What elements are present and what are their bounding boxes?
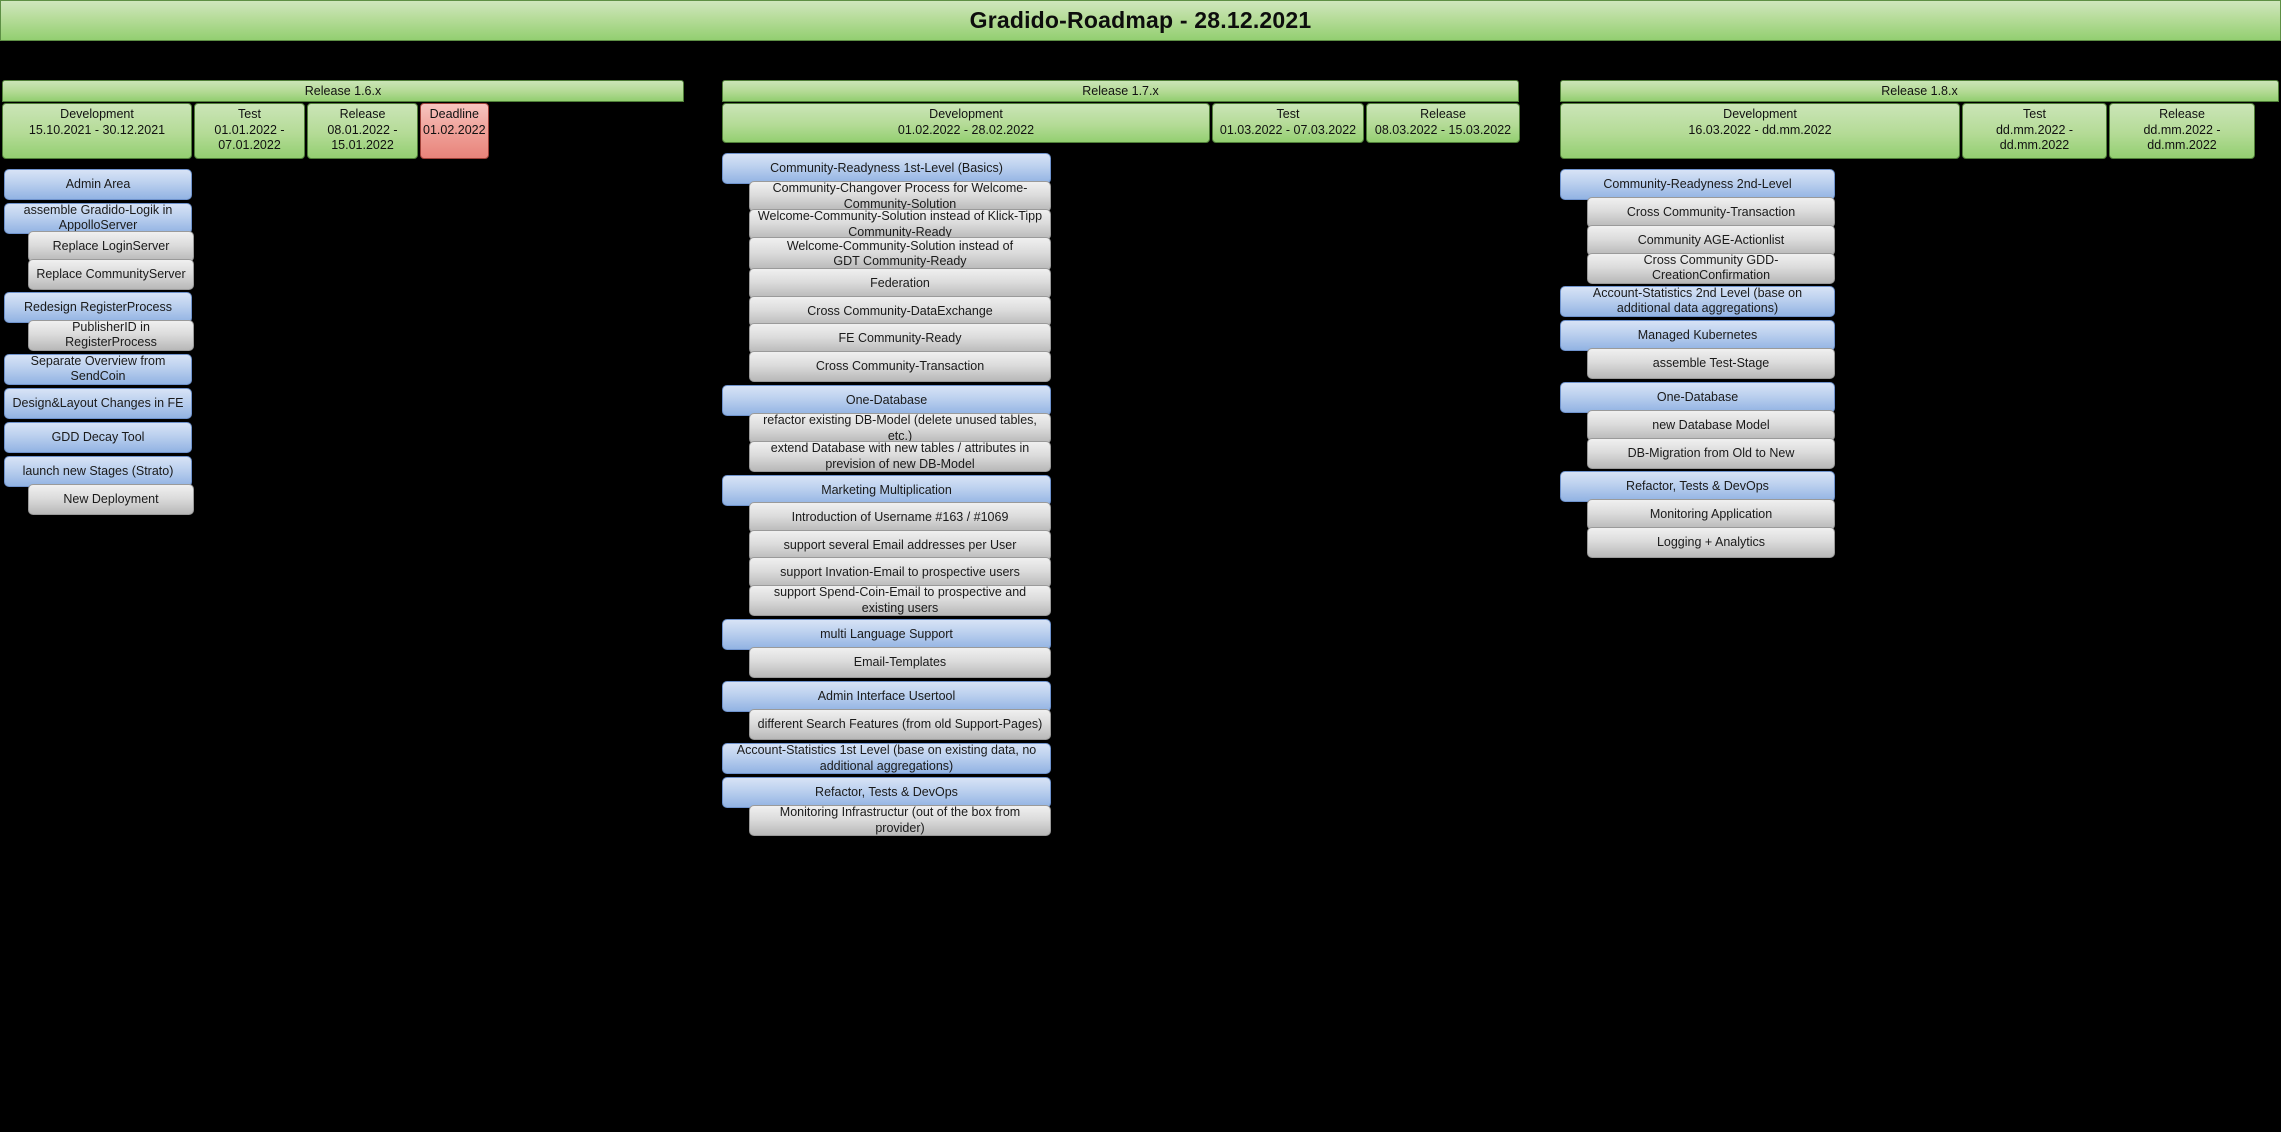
task-epic[interactable]: Admin Area [4,168,192,200]
task-epic[interactable]: Separate Overview from SendCoin [4,354,192,385]
task-subtask[interactable]: Welcome-Community-Solution instead of Kl… [749,209,1051,241]
task-epic[interactable]: Community-Readyness 2nd-Level [1560,168,1835,200]
task-epic[interactable]: One-Database [1560,381,1835,413]
task-epic[interactable]: Account-Statistics 1st Level (base on ex… [722,743,1051,775]
task-epic[interactable]: Managed Kubernetes [1560,319,1835,351]
task-subtask[interactable]: Monitoring Infrastructur (out of the box… [749,805,1051,837]
task-subtask[interactable]: Cross Community-DataExchange [749,296,1051,328]
task-epic[interactable]: assemble Gradido-Logik in AppolloServer [4,203,192,234]
task-list: Community-Readyness 1st-Level (Basics)Co… [722,153,1519,837]
task-epic[interactable]: One-Database [722,385,1051,417]
phase-name: Test [238,107,261,121]
task-subtask[interactable]: DB-Migration from Old to New [1587,437,1835,469]
task-subtask[interactable]: Community-Changover Process for Welcome-… [749,181,1051,213]
task-epic[interactable]: multi Language Support [722,619,1051,651]
task-epic[interactable]: GDD Decay Tool [4,421,192,453]
task-subtask[interactable]: Introduction of Username #163 / #1069 [749,502,1051,534]
task-subtask[interactable]: FE Community-Ready [749,323,1051,355]
task-subtask[interactable]: New Deployment [28,483,194,515]
task-subtask[interactable]: extend Database with new tables / attrib… [749,441,1051,473]
phase-date-range: dd.mm.2022 - dd.mm.2022 [2143,122,2221,153]
task-subtask[interactable]: refactor existing DB-Model (delete unuse… [749,413,1051,445]
phase-date-range: 08.03.2022 - 15.03.2022 [1374,122,1512,137]
task-epic[interactable]: Refactor, Tests & DevOps [722,777,1051,809]
task-subtask[interactable]: Cross Community-Transaction [749,351,1051,383]
task-epic[interactable]: Redesign RegisterProcess [4,291,192,323]
release-title: Release 1.8.x [1560,80,2279,102]
task-subtask[interactable]: Monitoring Application [1587,498,1835,530]
task-subtask[interactable]: PublisherID in RegisterProcess [28,320,194,351]
phase-date-range: 01.01.2022 - 07.01.2022 [214,122,285,153]
phase-date-range: 01.02.2022 - 28.02.2022 [897,122,1035,137]
release-title: Release 1.7.x [722,80,1519,102]
task-subtask[interactable]: Welcome-Community-Solution instead of GD… [749,237,1051,272]
task-epic[interactable]: Account-Statistics 2nd Level (base on ad… [1560,286,1835,317]
task-subtask[interactable]: support several Email addresses per User [749,530,1051,562]
task-epic[interactable]: Community-Readyness 1st-Level (Basics) [722,153,1051,185]
page-title: Gradido-Roadmap - 28.12.2021 [969,7,1312,33]
task-subtask[interactable]: new Database Model [1587,409,1835,441]
task-epic[interactable]: Refactor, Tests & DevOps [1560,470,1835,502]
phase-date-range: 08.01.2022 - 15.01.2022 [327,122,398,153]
task-subtask[interactable]: Email-Templates [749,647,1051,679]
task-epic[interactable]: launch new Stages (Strato) [4,455,192,487]
task-subtask[interactable]: Logging + Analytics [1587,526,1835,558]
phase-name: Development [929,107,1003,121]
phase-name: Development [60,107,134,121]
release-title: Release 1.6.x [2,80,684,102]
phase-date-range: 16.03.2022 - dd.mm.2022 [1688,122,1832,137]
task-subtask[interactable]: Federation [749,268,1051,300]
task-subtask[interactable]: Community AGE-Actionlist [1587,224,1835,256]
task-subtask[interactable]: assemble Test-Stage [1587,347,1835,379]
task-subtask[interactable]: support Invation-Email to prospective us… [749,557,1051,589]
page-title-bar: Gradido-Roadmap - 28.12.2021 [0,0,2281,41]
task-subtask[interactable]: different Search Features (from old Supp… [749,709,1051,741]
phase-name: Release [2159,107,2205,121]
phase-date-range: dd.mm.2022 - dd.mm.2022 [1995,122,2074,153]
phase-name: Release [339,107,386,121]
phase-name: Deadline [429,107,479,121]
phase-date-range: 01.03.2022 - 07.03.2022 [1219,122,1357,137]
task-epic[interactable]: Marketing Multiplication [722,475,1051,507]
phase-name: Test [1276,107,1300,121]
task-subtask[interactable]: Replace CommunityServer [28,258,194,290]
task-epic[interactable]: Design&Layout Changes in FE [4,387,192,419]
task-subtask[interactable]: support Spend-Coin-Email to prospective … [749,585,1051,617]
phase-name: Development [1723,107,1797,121]
phase-date-range: 15.10.2021 - 30.12.2021 [28,122,166,137]
phase-date-range: 01.02.2022 [423,122,486,137]
task-epic[interactable]: Admin Interface Usertool [722,681,1051,713]
task-subtask[interactable]: Cross Community GDD-CreationConfirmation [1587,253,1835,284]
task-subtask[interactable]: Cross Community-Transaction [1587,196,1835,228]
phase-name: Release [1420,107,1466,121]
phase-name: Test [2023,107,2046,121]
task-subtask[interactable]: Replace LoginServer [28,230,194,262]
